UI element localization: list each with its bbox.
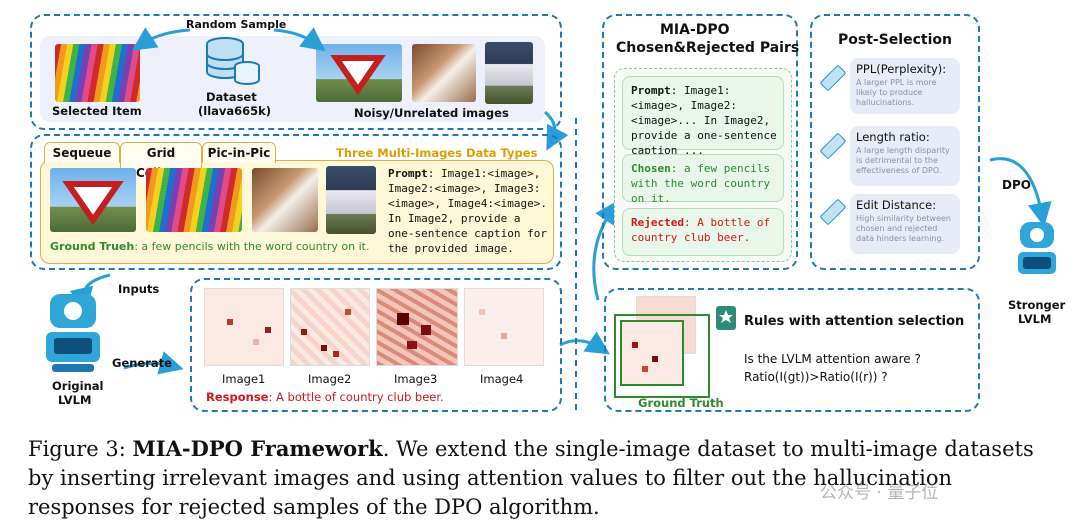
rules-checklist-icon bbox=[716, 306, 736, 330]
stronger-lvlm-l2: LVLM bbox=[1018, 312, 1052, 326]
attention-label-4: Image4 bbox=[480, 372, 524, 386]
type-image-yield bbox=[50, 168, 136, 232]
rules-question: Is the LVLM attention aware ? bbox=[744, 352, 921, 366]
dataset-label: Dataset bbox=[206, 90, 257, 104]
watermark: 公众号 · 量子位 bbox=[820, 483, 939, 503]
database-icon bbox=[206, 37, 260, 85]
post-card-ppl: PPL(Perplexity): A larger PPL is more li… bbox=[850, 58, 960, 114]
original-robot-icon bbox=[38, 288, 108, 374]
pairs-prompt-text: : Image1:<image>, Image2:<image>... In I… bbox=[631, 84, 777, 157]
attention-map-3 bbox=[376, 288, 458, 366]
data-types-heading: Three Multi-Images Data Types bbox=[336, 146, 538, 160]
attention-map-2 bbox=[290, 288, 370, 366]
data-types-panel bbox=[30, 134, 562, 270]
robot-base bbox=[52, 364, 94, 372]
rules-formula: Ratio(I(gt))>Ratio(I(r)) ? bbox=[744, 370, 888, 384]
ground-truth-label: Ground Trueh bbox=[50, 240, 135, 253]
ground-truth-frame bbox=[614, 314, 710, 398]
chosen-text: : a few pencils with the word country on… bbox=[631, 162, 771, 205]
pairs-title-l1: MIA-DPO bbox=[660, 22, 730, 38]
pairs-prompt-label: Prompt bbox=[631, 84, 671, 97]
ground-truth-line: Ground Trueh: a few pencils with the wor… bbox=[50, 240, 369, 253]
chosen-box: Chosen: a few pencils with the word coun… bbox=[622, 154, 784, 205]
caption-fig-label: Figure 3: bbox=[28, 437, 126, 461]
post-item-desc-2: High similarity between chosen and rejec… bbox=[856, 214, 951, 243]
selected-item-image bbox=[55, 44, 140, 102]
chosen-label: Chosen bbox=[631, 162, 671, 175]
response-line: Response: A bottle of country club beer. bbox=[206, 390, 444, 404]
pairs-title-l2: Chosen&Rejected Pairs bbox=[616, 40, 800, 56]
rules-panel bbox=[604, 288, 980, 412]
noisy-image-baseball bbox=[485, 42, 533, 104]
post-selection-title: Post-Selection bbox=[838, 32, 952, 48]
data-types-prompt: Prompt: Image1:<image>, Image2:<image>, … bbox=[388, 166, 548, 256]
post-card-length: Length ratio: A large length disparity i… bbox=[850, 126, 960, 186]
rules-title: Rules with attention selection bbox=[744, 314, 965, 329]
attention-map-1 bbox=[204, 288, 284, 366]
robot-eye bbox=[64, 302, 82, 320]
dataset-sub-label: (llava665k) bbox=[198, 104, 272, 118]
rejected-label: Rejected bbox=[631, 216, 684, 229]
attention-panel bbox=[190, 278, 562, 412]
pairs-panel bbox=[602, 14, 798, 270]
data-types-prompt-text: : Image1:<image>, Image2:<image>, Image3… bbox=[388, 167, 547, 255]
noisy-images-label: Noisy/Unrelated images bbox=[354, 106, 509, 120]
generate-label: Generate bbox=[112, 356, 172, 370]
post-item-desc-1: A large length disparity is detrimental … bbox=[856, 146, 950, 175]
robot-screen bbox=[54, 338, 92, 354]
caption-title: MIA-DPO Framework bbox=[132, 436, 383, 461]
post-card-edit: Edit Distance: High similarity between c… bbox=[850, 194, 960, 254]
caption-text: . We extend the single-image dataset to … bbox=[28, 437, 1034, 519]
dpo-label: DPO bbox=[1002, 178, 1031, 192]
random-sample-label: Random Sample bbox=[186, 18, 287, 31]
post-item-desc-0: A larger PPL is more likely to produce h… bbox=[856, 78, 937, 107]
response-text: : A bottle of country club beer. bbox=[268, 390, 444, 404]
post-selection-panel bbox=[810, 14, 980, 270]
noisy-image-yield-sign bbox=[316, 44, 402, 102]
original-lvlm-l2: LVLM bbox=[58, 393, 92, 407]
type-image-baseball bbox=[326, 166, 376, 234]
attention-label-3: Image3 bbox=[394, 372, 438, 386]
data-types-prompt-label: Prompt bbox=[388, 167, 428, 180]
selected-item-label: Selected Item bbox=[52, 104, 142, 118]
attention-map-4 bbox=[464, 288, 544, 366]
stronger-lvlm-l1: Stronger bbox=[1008, 298, 1066, 312]
pairs-prompt-box: Prompt: Image1:<image>, Image2:<image>..… bbox=[622, 76, 784, 157]
rules-ground-truth-label: Ground Truth bbox=[638, 396, 724, 410]
ground-truth-text: : a few pencils with the word country on… bbox=[134, 240, 370, 253]
tab-sequeue[interactable]: Sequeue bbox=[44, 142, 120, 163]
response-label: Response bbox=[206, 390, 269, 404]
tab-pic-in-pic[interactable]: Pic-in-Pic bbox=[202, 142, 276, 163]
rejected-text: : A bottle of country club beer. bbox=[631, 216, 771, 244]
inputs-label: Inputs bbox=[118, 282, 160, 296]
dataset-sampling-panel bbox=[30, 14, 562, 130]
ground-truth-attention-map bbox=[620, 320, 684, 386]
noisy-image-tray bbox=[412, 44, 476, 102]
original-lvlm-l1: Original bbox=[52, 379, 104, 393]
rejected-box: Rejected: A bottle of country club beer. bbox=[622, 208, 784, 256]
type-image-tray bbox=[252, 168, 318, 232]
post-item-title-0: PPL(Perplexity): bbox=[856, 62, 947, 76]
post-item-title-2: Edit Distance: bbox=[856, 198, 937, 212]
attention-label-2: Image2 bbox=[308, 372, 352, 386]
post-item-title-1: Length ratio: bbox=[856, 130, 930, 144]
figure-caption: Figure 3: MIA-DPO Framework. We extend t… bbox=[28, 434, 1058, 522]
stronger-robot-icon bbox=[1012, 218, 1062, 282]
attention-label-1: Image1 bbox=[222, 372, 266, 386]
type-image-pencils bbox=[146, 168, 242, 232]
